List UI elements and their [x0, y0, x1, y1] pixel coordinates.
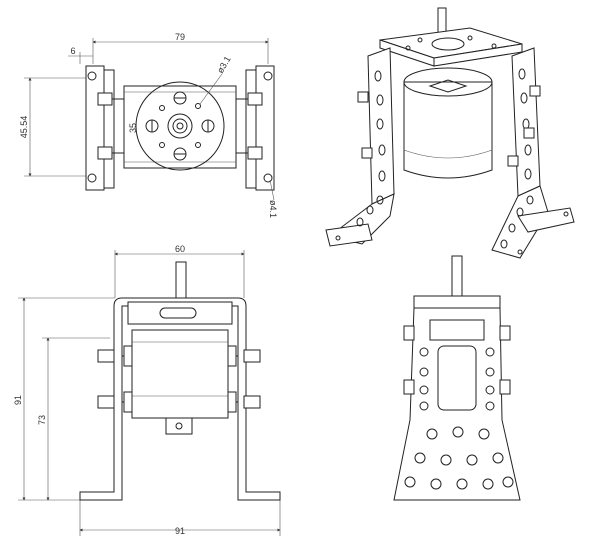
dim-hole-height: 73 — [37, 415, 47, 425]
dim-center: 35 — [128, 123, 138, 133]
dim-motor-hole: ø3.1 — [215, 54, 233, 75]
dim-mount-hole: ø4.1 — [268, 200, 278, 218]
dim-overall-width: 79 — [175, 32, 185, 42]
dim-hole-pitch: 45.54 — [19, 116, 29, 139]
dim-front-height: 91 — [13, 395, 23, 405]
dim-flange-offset: 6 — [70, 46, 75, 56]
side-view — [393, 255, 521, 501]
top-view: 79 6 45.54 — [19, 32, 278, 218]
dim-base-width: 91 — [175, 526, 185, 536]
dim-front-width: 60 — [175, 244, 185, 254]
isometric-view — [325, 7, 575, 259]
front-view: 60 91 73 91 — [13, 244, 281, 536]
